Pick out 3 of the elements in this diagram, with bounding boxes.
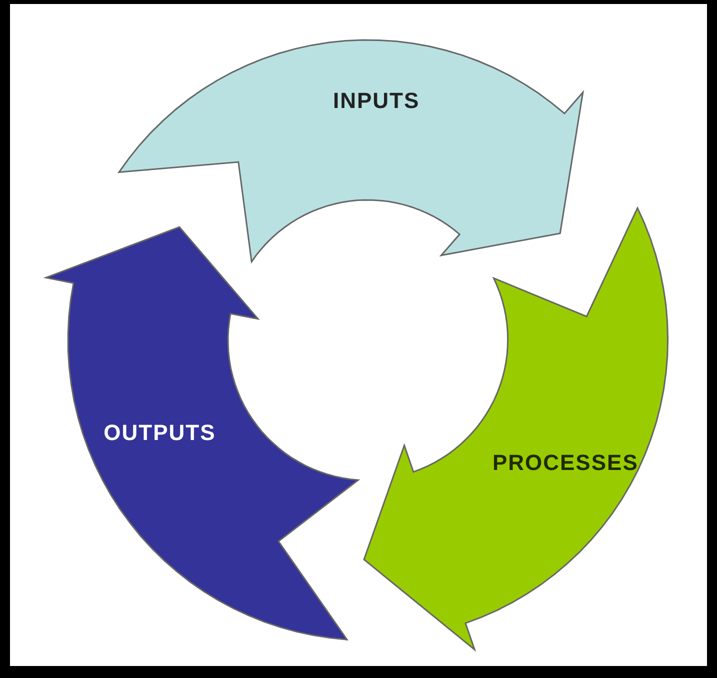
segment-label: INPUTS: [332, 88, 420, 114]
segment-label: PROCESSES: [492, 450, 638, 476]
segment-label: OUTPUTS: [104, 420, 216, 446]
